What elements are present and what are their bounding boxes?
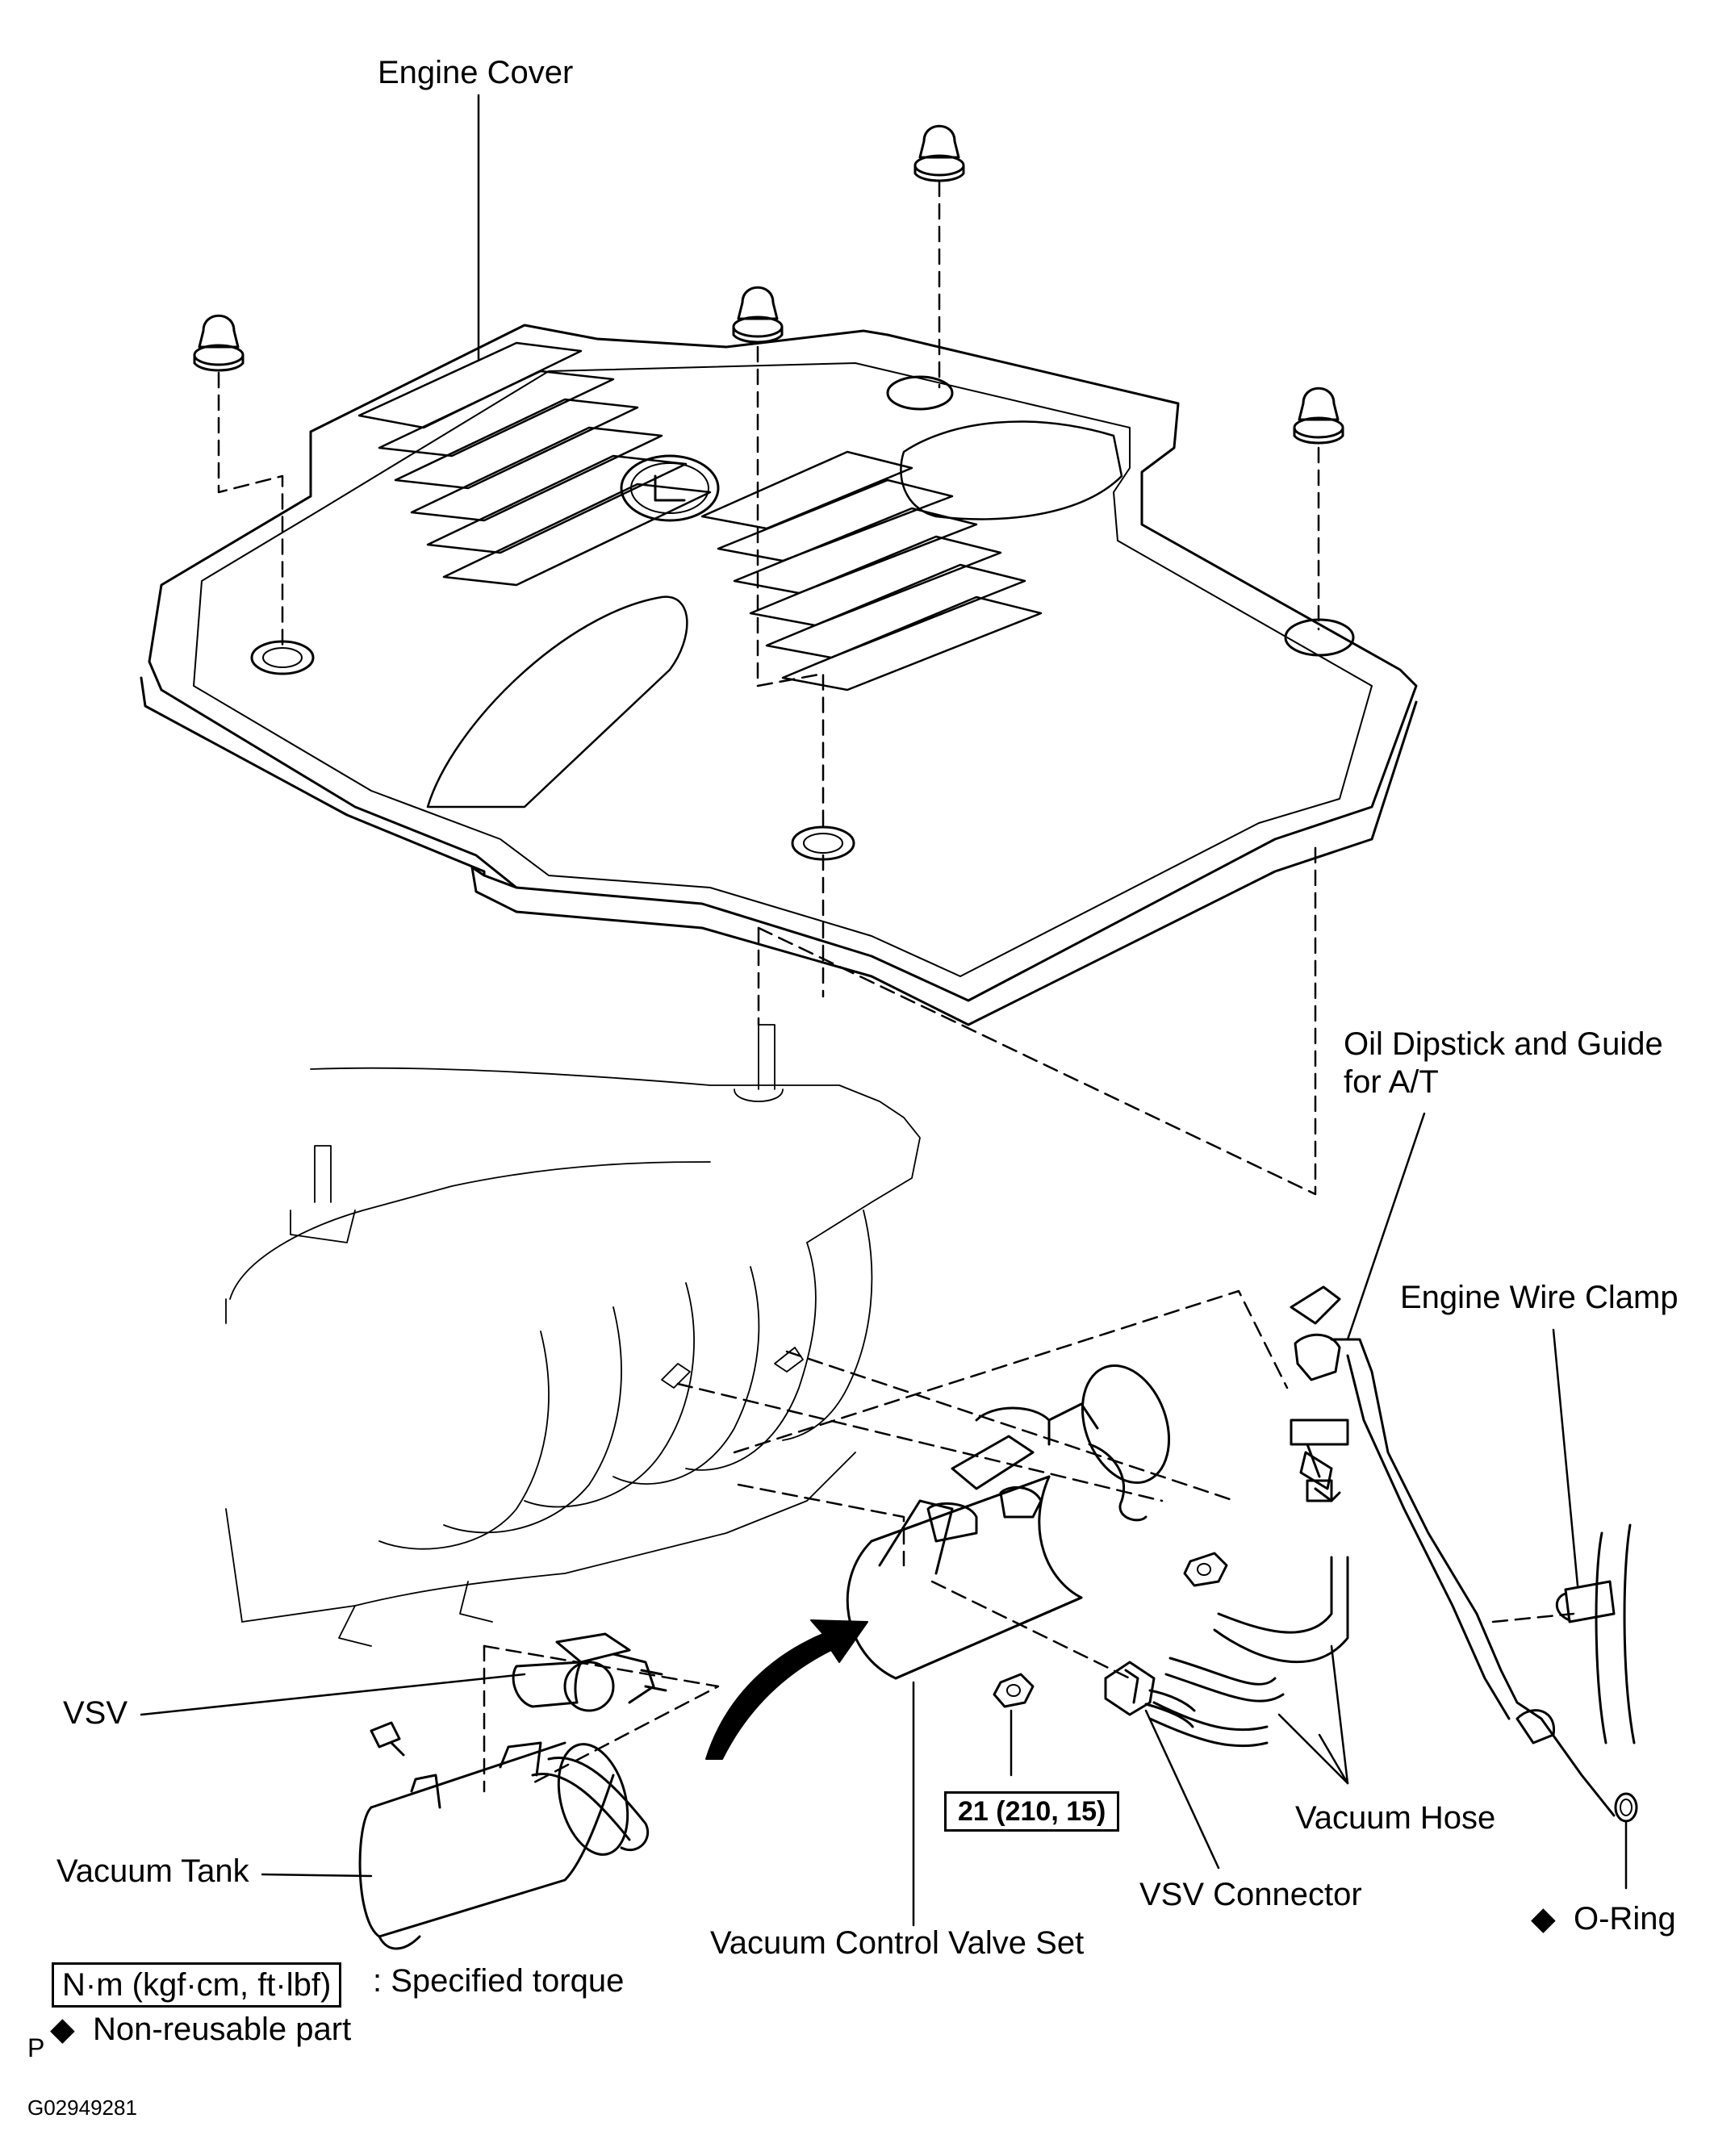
vsv-connector <box>1104 1661 1196 1728</box>
vacuum-control-valve-set-label: Vacuum Control Valve Set <box>710 1925 1085 1961</box>
engine-wire-clamp-label: Engine Wire Clamp <box>1400 1280 1678 1315</box>
bolt <box>370 1721 405 1757</box>
vacuum-hose-label: Vacuum Hose <box>1295 1800 1496 1836</box>
figure-code: G02949281 <box>27 2095 137 2120</box>
cap-nut <box>913 124 965 182</box>
engine-wire-clamp <box>1555 1523 1636 1744</box>
vsv-connector-label: VSV Connector <box>1139 1877 1362 1912</box>
vsv-label: VSV <box>63 1695 128 1731</box>
non-reusable-legend: ◆ Non-reusable part <box>50 2012 352 2047</box>
vacuum-tank <box>358 1741 650 1950</box>
engine-cover <box>140 324 1418 1026</box>
lexus-emblem <box>620 454 720 522</box>
intake-manifold <box>225 1024 921 1647</box>
p-mark: P <box>27 2033 45 2062</box>
arrow-icon <box>705 1619 868 1760</box>
cover-ribs <box>357 341 1043 692</box>
vacuum-tank-label: Vacuum Tank <box>56 1853 249 1889</box>
o-ring-label: ◆ O-Ring <box>1531 1901 1676 1937</box>
engine-cover-label: Engine Cover <box>378 55 574 90</box>
vacuum-control-valve-set <box>846 1364 1228 1708</box>
cap-nut <box>193 314 245 372</box>
leader-lines <box>140 94 1628 1927</box>
oil-dipstick-label: Oil Dipstick and Guide <box>1344 1026 1663 1062</box>
cap-nut <box>1293 386 1344 445</box>
oil-dipstick-guide <box>1290 1285 1616 1817</box>
bolt <box>1299 1451 1341 1502</box>
cover-nuts <box>193 124 1344 445</box>
torque-legend-desc: : Specified torque <box>373 1963 625 1999</box>
cap-nut <box>732 286 784 344</box>
torque-spec-box: 21 (210, 15) <box>944 1791 1120 1832</box>
torque-legend-box: N·m (kgf·cm, ft·lbf) <box>52 1962 342 2008</box>
o-ring <box>1614 1792 1638 1823</box>
non-reusable-icon: ◆ <box>50 2012 75 2047</box>
oil-dipstick-label-line2: for A/T <box>1344 1064 1439 1100</box>
vsv <box>512 1632 667 1712</box>
assembly-lines <box>217 180 1575 1793</box>
vacuum-hoses <box>1148 1556 1349 1748</box>
non-reusable-icon: ◆ <box>1531 1901 1556 1937</box>
